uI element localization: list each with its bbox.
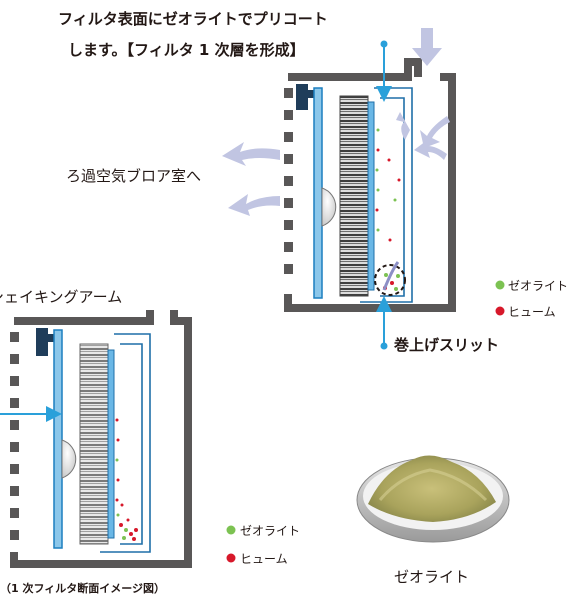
top-motor [296, 84, 308, 110]
slit-pointer [376, 296, 392, 350]
precoat-pointer [376, 40, 392, 102]
legend-bottom-fume: ヒューム [240, 552, 288, 566]
zeolite-photo [356, 455, 510, 543]
bottom-shaking-arm [53, 329, 63, 549]
bottom-motor [36, 328, 48, 356]
zeolite-photo-label: ゼオライト [394, 568, 470, 586]
to-blower-label: ろ過空気ブロア室へ [66, 167, 202, 185]
bottom-dome [61, 439, 77, 479]
bottom-filter-pleats [79, 343, 109, 545]
top-dome [321, 187, 337, 227]
legend-bottom-zeolite: ゼオライト [240, 524, 301, 538]
shaking-arm-pointer [0, 406, 62, 422]
top-shaking-arm [313, 87, 323, 299]
precoat-callout-line2: します。【フィルタ 1 次層を形成】 [68, 41, 305, 59]
top-outflow-arrows [222, 142, 280, 216]
bottom-housing-frame [10, 310, 192, 568]
bottom-housing-top-left [14, 310, 154, 325]
bottom-particles [115, 418, 138, 541]
legend-top-zeolite: ゼオライト [508, 279, 569, 293]
top-particles [375, 128, 401, 291]
legend-top-fume: ヒューム [508, 305, 556, 319]
bottom-filter-unit [0, 310, 236, 568]
slit-label: 巻上げスリット [394, 336, 500, 354]
top-housing-top [288, 58, 422, 81]
slit-highlight [374, 264, 406, 296]
diagram-caption: （1 次フィルタ断面イメージ図） [0, 582, 166, 595]
top-inflow-arrows [396, 28, 450, 160]
shaking-arm-label: シェイキングアーム [0, 288, 123, 306]
top-housing-frame [284, 73, 456, 312]
precoat-callout-line1: フィルタ表面にゼオライトでプリコート [58, 10, 328, 28]
top-dashed-wall [284, 88, 293, 274]
bottom-dashed-wall [10, 332, 19, 540]
top-filter-pleats [339, 95, 369, 297]
top-filter-unit [222, 28, 505, 350]
